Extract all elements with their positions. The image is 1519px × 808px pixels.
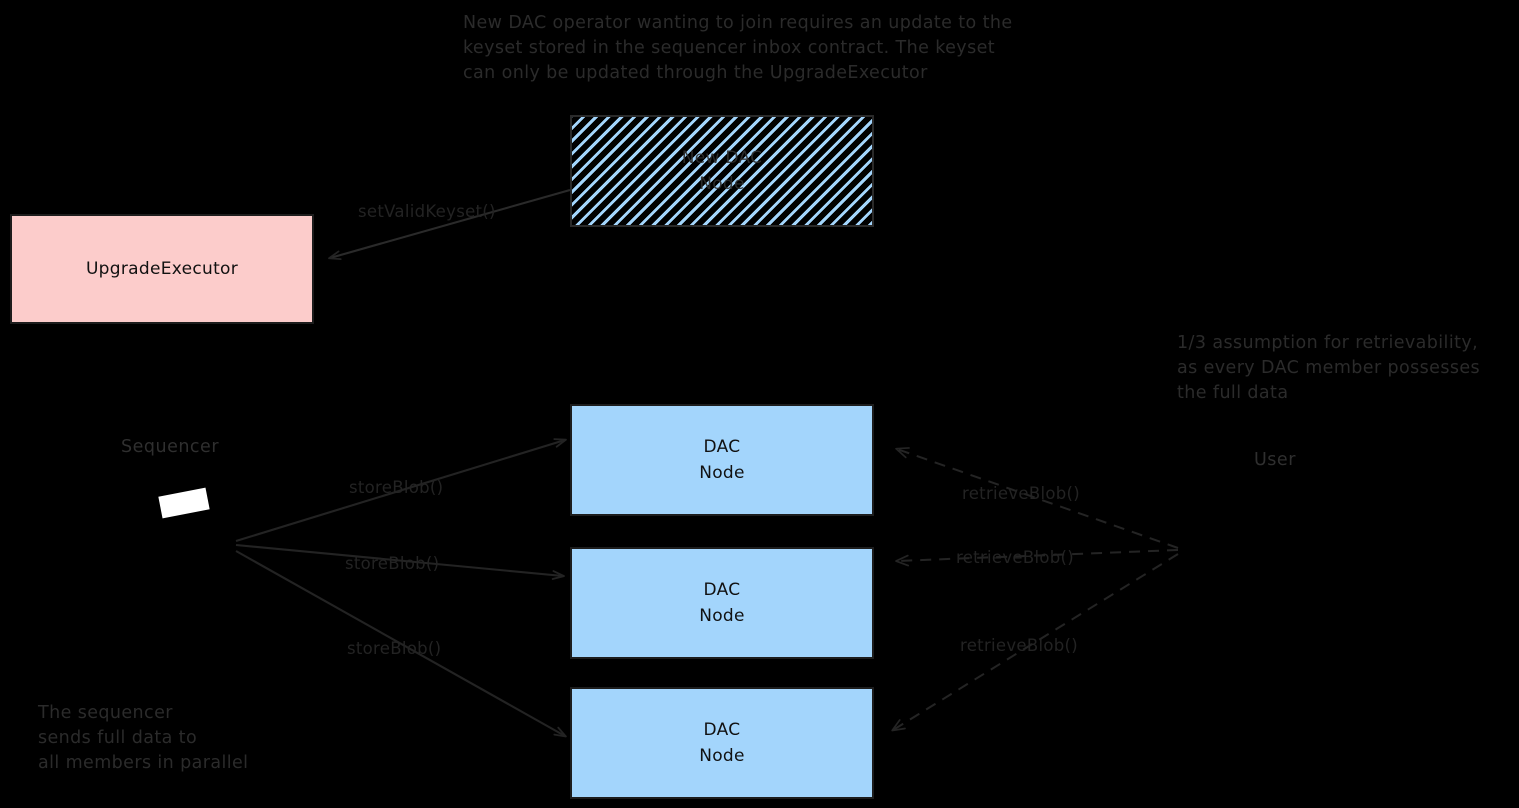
user-label: User [1254, 450, 1296, 470]
new-dac-node-line1: New DAC [681, 148, 763, 168]
new-dac-node-line2: Node [699, 174, 745, 194]
dac-node-3-line2: Node [699, 746, 745, 766]
note-top: New DAC operator wanting to join require… [463, 13, 1013, 83]
sequencer-label: Sequencer [121, 437, 220, 457]
box-new-dac-node[interactable]: New DAC Node [570, 115, 874, 227]
note-bottom-left-parallel: The sequencer sends full data to all mem… [38, 703, 249, 773]
note-right-retrievability: 1/3 assumption for retrievability, as ev… [1177, 333, 1481, 403]
dac-node-3-line1: DAC [703, 720, 741, 740]
dac-node-1-line2: Node [699, 463, 745, 483]
edge-label-store-blob-2: storeBlob() [345, 554, 440, 573]
edge-label-store-blob-1: storeBlob() [349, 478, 444, 497]
edge-label-retrieve-blob-1: retrieveBlob() [962, 484, 1081, 503]
box-dac-node-1[interactable]: DAC Node [570, 404, 874, 516]
edge-label-store-blob-3: storeBlob() [347, 639, 442, 658]
box-dac-node-3[interactable]: DAC Node [570, 687, 874, 799]
upgrade-executor-label: UpgradeExecutor [85, 259, 239, 279]
dac-node-1-line1: DAC [703, 437, 741, 457]
edge-label-set-valid-keyset: setValidKeyset() [358, 202, 496, 221]
box-dac-node-2[interactable]: DAC Node [570, 547, 874, 659]
edge-set-valid-keyset [328, 188, 571, 261]
dac-node-2-line2: Node [699, 606, 745, 626]
edge-label-retrieve-blob-3: retrieveBlob() [960, 636, 1079, 655]
dac-node-2-line1: DAC [703, 580, 741, 600]
edge-label-retrieve-blob-2: retrieveBlob() [956, 548, 1075, 567]
box-upgrade-executor[interactable]: UpgradeExecutor [10, 214, 314, 324]
sequencer-icon[interactable] [158, 487, 210, 519]
